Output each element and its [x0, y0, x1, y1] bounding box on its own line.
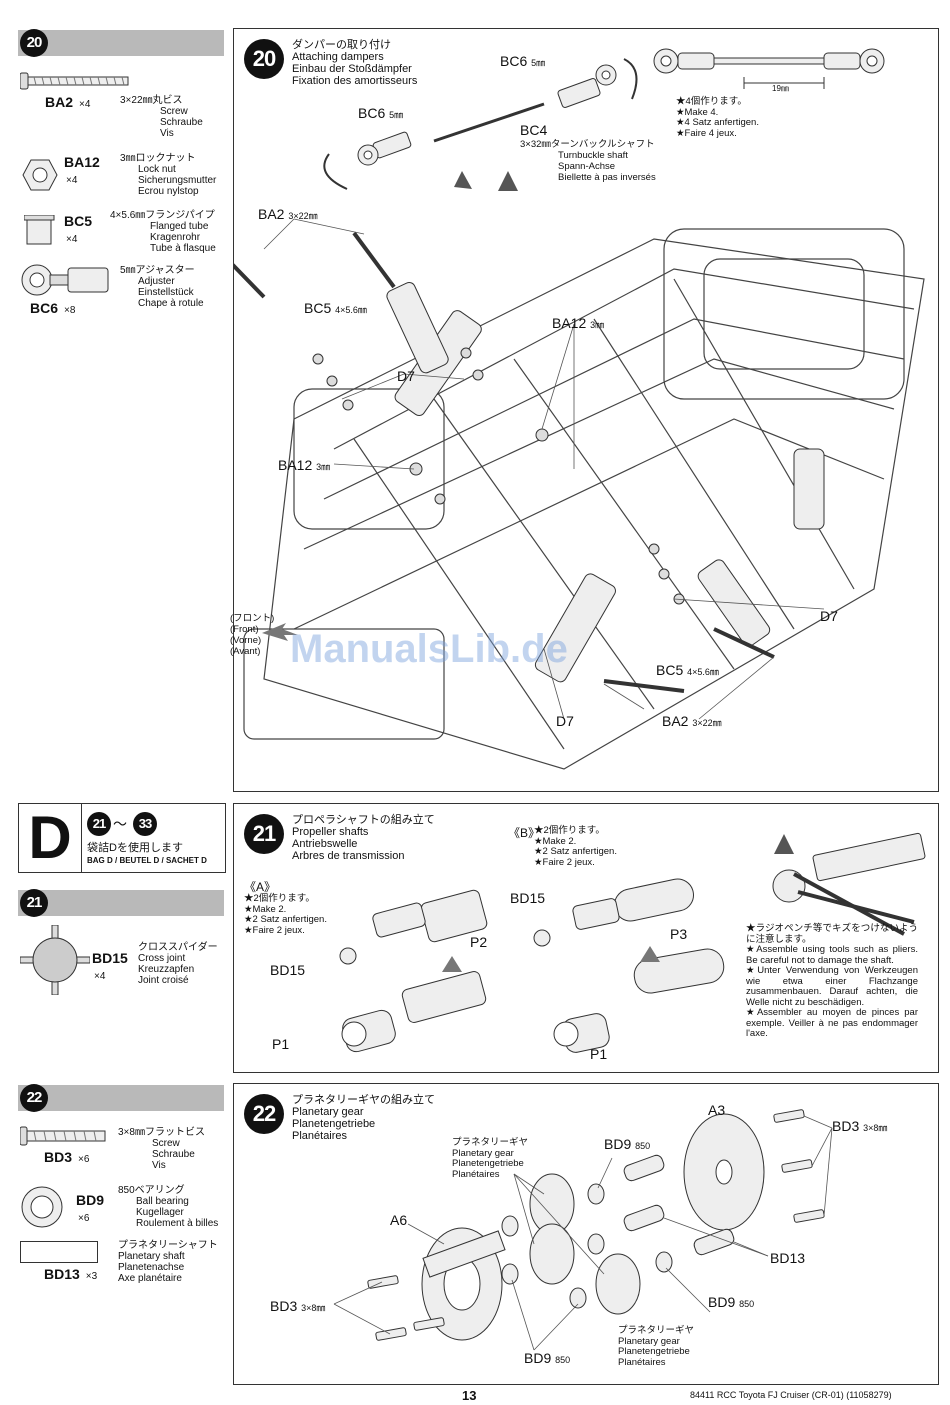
label-ba12-left: BA12 3㎜: [278, 457, 331, 473]
label-bd15-a: BD15: [270, 962, 306, 978]
label-bd3-top: BD3 3×8㎜: [832, 1118, 888, 1134]
planetary-gear-diagram: [333, 1109, 833, 1351]
label-bc5-bottom: BC5 4×5.6㎜: [656, 662, 719, 678]
part-code-ba2: BA2×4: [45, 94, 91, 110]
step20-panel-badge: 20: [244, 39, 284, 79]
step20-number-badge: 20: [20, 29, 48, 57]
bag-range-start-badge: 21: [87, 812, 111, 836]
lock-nut-icon: [22, 159, 58, 191]
part-desc-bd15: クロススパイダー Cross joint Kreuzzapfen Joint c…: [138, 942, 218, 986]
screw-icon: [20, 72, 129, 90]
label-bc4-desc: 3×32㎜ターンバックルシャフト Turnbuckle shaft Spann-…: [520, 139, 656, 183]
step22-panel: 22 プラネタリーギヤの組み立て Planetary gear Planeten…: [233, 1083, 939, 1385]
label-p2: P2: [470, 934, 488, 950]
step22-title: プラネタリーギヤの組み立て Planetary gear Planetenget…: [292, 1094, 435, 1142]
part-code-bd15: BD15×4: [92, 950, 128, 982]
label-ba12-right: BA12 3㎜: [552, 315, 605, 331]
part-code-bd3: BD3×6: [44, 1149, 90, 1165]
label-d7-bottom: D7: [556, 713, 574, 729]
label-p1-a: P1: [272, 1036, 290, 1052]
step22-header-bar: [18, 1085, 224, 1111]
group-b-note: ★2個作ります。 ★Make 2. ★2 Satz anfertigen. ★F…: [534, 825, 617, 868]
part-code-bc5: BC5×4: [64, 213, 93, 245]
label-a3: A3: [708, 1102, 726, 1118]
cross-joint-icon: [20, 925, 90, 995]
step21-panel-badge: 21: [244, 814, 284, 854]
part-desc-bd9: 850ベアリング Ball bearing Kugellager Rouleme…: [118, 1185, 219, 1229]
step21-title: プロペラシャフトの組み立て Propeller shafts Antriebsw…: [292, 814, 435, 862]
label-d7-top: D7: [397, 368, 415, 384]
label-a6: A6: [390, 1212, 408, 1228]
product-code: 84411 RCC Toyota FJ Cruiser (CR-01) (110…: [690, 1390, 892, 1400]
step21-number-badge: 21: [20, 889, 48, 917]
part-desc-ba12: 3㎜ロックナット Lock nut Sicherungsmutter Ecrou…: [120, 153, 217, 197]
step22-panel-badge: 22: [244, 1094, 284, 1134]
part-desc-bc6: 5㎜アジャスター Adjuster Einstellstück Chape à …: [120, 265, 204, 309]
label-ba2-bottom: BA2 3×22㎜: [662, 713, 722, 729]
flat-screw-icon: [20, 1126, 106, 1146]
label-bd9-bottom: BD9 850: [524, 1350, 571, 1366]
group-a-note: ★2個作ります。 ★Make 2. ★2 Satz anfertigen. ★F…: [244, 893, 327, 936]
label-bc4: BC4: [520, 122, 548, 138]
label-bd9-top: BD9 850: [604, 1136, 651, 1152]
gear-note-top: プラネタリーギヤ Planetary gear Planetengetriebe…: [452, 1137, 529, 1180]
bag-label: BAG D / BEUTEL D / SACHET D: [87, 856, 207, 865]
label-p3: P3: [670, 926, 688, 942]
group-a-label: 《A》: [244, 880, 277, 894]
make-4-note: ★4個作ります。 ★Make 4. ★4 Satz anfertigen. ★F…: [676, 96, 759, 139]
label-bd9-right: BD9 850: [708, 1294, 755, 1310]
part-code-bd13: BD13×3: [44, 1266, 98, 1282]
label-dimension: 19㎜: [772, 84, 789, 93]
part-desc-bd13: プラネタリーシャフト Planetary shaft Planetenachse…: [118, 1240, 218, 1284]
bag-range-separator: 〜: [113, 816, 127, 832]
label-bd13: BD13: [770, 1250, 806, 1266]
label-p1-b: P1: [590, 1046, 608, 1062]
label-bd15-b: BD15: [510, 890, 546, 906]
label-bd3-left: BD3 3×8㎜: [270, 1298, 326, 1314]
gear-note-bottom: プラネタリーギヤ Planetary gear Planetengetriebe…: [618, 1325, 695, 1368]
tool-tip-note: ★ラジオペンチ等でキズをつけないように注意します。 ★Assemble usin…: [746, 923, 918, 1039]
label-bc6-left: BC6 5㎜: [358, 105, 404, 121]
bag-letter: D: [19, 804, 82, 872]
label-bc5-top: BC5 4×5.6㎜: [304, 300, 367, 316]
part-code-bd9: BD9×6: [76, 1192, 105, 1224]
bag-jp-note: 袋詰Dを使用します: [87, 842, 183, 854]
part-desc-bd3: 3×8㎜フラットビス Screw Schraube Vis: [118, 1127, 205, 1171]
part-desc-bc5: 4×5.6㎜フランジパイプ Flanged tube Kragenrohr Tu…: [110, 210, 216, 254]
step20-panel: 20 ダンパーの取り付け Attaching dampers Einbau de…: [230, 28, 939, 792]
part-code-bc6: BC6×8: [30, 300, 76, 316]
label-ba2-top: BA2 3×22㎜: [258, 206, 318, 222]
flanged-tube-icon: [24, 215, 55, 245]
page-number: 13: [462, 1388, 477, 1403]
part-code-ba12: BA12×4: [64, 154, 100, 186]
group-b-label: 《B》: [508, 826, 541, 840]
watermark: ManualsLib.de: [290, 627, 568, 671]
step20-title: ダンパーの取り付け Attaching dampers Einbau der S…: [292, 39, 418, 87]
part-desc-ba2: 3×22㎜丸ビス Screw Schraube Vis: [120, 95, 203, 139]
front-direction-label: (フロント) (Front) (Vorne) (Avant): [230, 613, 275, 657]
label-d7-right: D7: [820, 608, 838, 624]
label-bc6-top: BC6 5㎜: [500, 53, 546, 69]
bag-range-end-badge: 33: [133, 812, 157, 836]
bag-d-box: D 21 〜 33 袋詰Dを使用します BAG D / BEUTEL D / S…: [18, 803, 226, 873]
planetary-shaft-icon: [20, 1241, 98, 1263]
step22-number-badge: 22: [20, 1084, 48, 1112]
step21-header-bar: [18, 890, 224, 916]
ball-bearing-icon: [21, 1186, 63, 1228]
propeller-shaft-diagram: [339, 832, 926, 1053]
step21-panel: 21 プロペラシャフトの組み立て Propeller shafts Antrie…: [233, 803, 939, 1073]
step20-header-bar: [18, 30, 224, 56]
adjuster-icon: [21, 264, 109, 296]
damper-assembly-diagram: [234, 48, 925, 770]
